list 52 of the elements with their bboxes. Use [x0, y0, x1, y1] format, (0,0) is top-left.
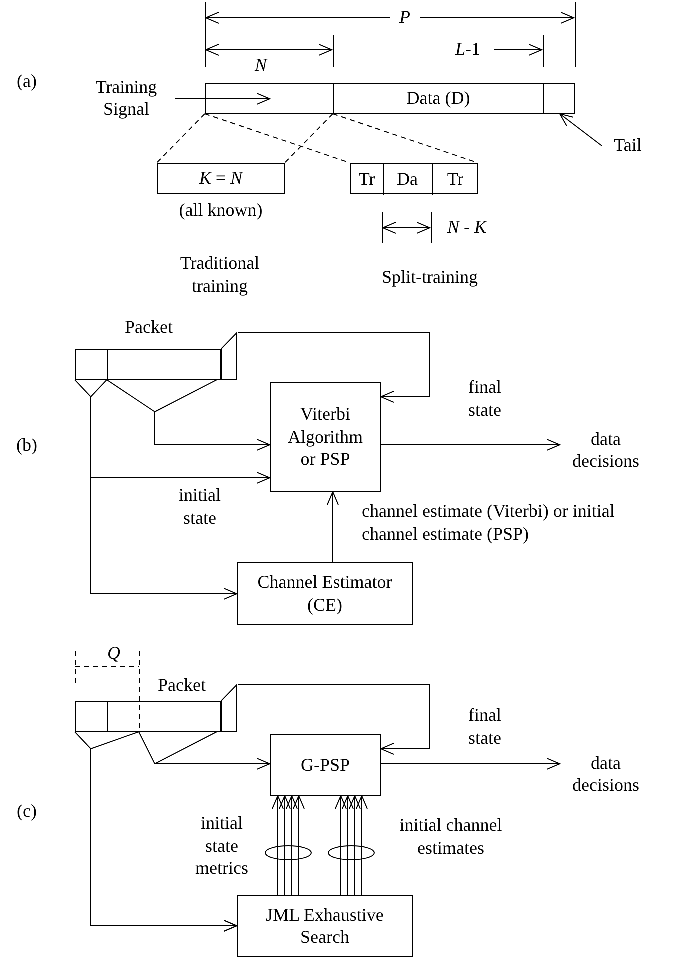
arrow: [238, 332, 430, 403]
process-box: [270, 382, 381, 492]
arrow: [138, 732, 270, 770]
arrow: [380, 758, 560, 770]
dashed-line: [284, 114, 334, 164]
tail-segment: [221, 333, 237, 380]
arrow: [279, 796, 291, 896]
arrow: [356, 796, 368, 896]
packet-segment: [107, 349, 221, 380]
packet-label: Packet: [158, 676, 206, 694]
packet-cell: Da: [383, 164, 433, 195]
arrow: [74, 380, 270, 484]
packet-segment: [75, 701, 108, 732]
tail-segment: [221, 685, 237, 732]
arrow: [293, 796, 305, 896]
split-training-box: [350, 163, 478, 194]
arrow: [286, 796, 298, 896]
arrow: [272, 796, 284, 896]
packet-cell: Tr: [432, 164, 479, 195]
process-box: [237, 895, 413, 957]
packet-segment: [205, 83, 334, 114]
output-label: data decisions: [560, 428, 652, 472]
box-label: Data (D): [406, 87, 470, 110]
packet-segment: [75, 349, 108, 380]
arrow: [90, 380, 238, 600]
arrow: [106, 380, 270, 451]
packet-label: Packet: [125, 318, 173, 336]
process-box: [237, 562, 413, 625]
arrow: [335, 796, 347, 896]
arrow: [327, 492, 339, 562]
box-label: JML Exhaustive Search: [265, 904, 385, 948]
process-box: [270, 734, 381, 796]
arrow: [560, 114, 602, 146]
box-label: G-PSP: [300, 754, 350, 776]
note-text: (all known): [178, 199, 264, 222]
packet-segment: [107, 701, 139, 732]
signal-label: Training Signal: [78, 74, 175, 122]
arrow: [174, 93, 270, 105]
box-label: Viterbi Algorithm or PSP: [287, 403, 364, 471]
packet-segment: [139, 701, 221, 732]
packet-segment: [543, 83, 575, 114]
arrow: [380, 439, 560, 451]
tail-label: Tail: [602, 132, 654, 158]
packet-cell: Tr: [351, 164, 384, 195]
arrow: [342, 796, 354, 896]
output-label: data decisions: [560, 752, 652, 796]
box-label: K = N: [199, 167, 243, 190]
dashed-line: [156, 114, 206, 164]
packet-segment: [333, 83, 544, 114]
box-label: Channel Estimator (CE): [256, 571, 394, 616]
arrow: [349, 796, 361, 896]
arrow: [238, 684, 430, 755]
